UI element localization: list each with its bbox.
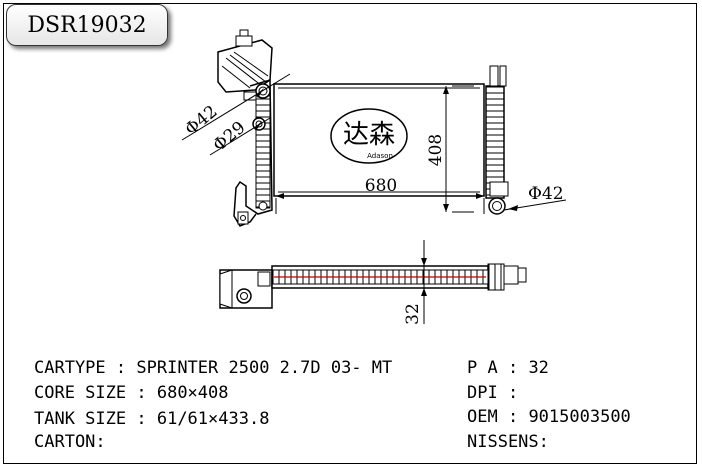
nissens-label: NISSENS: — [467, 432, 549, 452]
cartype-value: SPRINTER 2500 2.7D 03- MT — [136, 358, 393, 378]
spec-dpi: DPI : — [467, 383, 519, 403]
core-size-label: CORE SIZE — [34, 383, 127, 403]
spec-cartype: CARTYPE : SPRINTER 2500 2.7D 03- MT — [34, 358, 393, 378]
dim-core-thickness: 32 — [403, 240, 427, 325]
outlet-diameter-label: Φ42 — [528, 184, 564, 204]
inlet-diameter-label: Φ42 — [181, 102, 221, 140]
tank-size-label: TANK SIZE — [34, 409, 127, 429]
spec-nissens: NISSENS: — [467, 434, 549, 451]
spec-pa: P A : 32 — [467, 358, 549, 378]
small-diameter-label: Φ29 — [209, 118, 249, 156]
dim-outlet-diameter: Φ42 — [503, 184, 567, 211]
cartype-label: CARTYPE — [34, 358, 106, 378]
spec-carton: CARTON: — [34, 434, 106, 451]
part-number-badge: DSR19032 — [6, 4, 168, 46]
part-number: DSR19032 — [27, 12, 147, 38]
spec-oem: OEM : 9015003500 — [467, 407, 631, 427]
logo-chinese-name: 达森 — [343, 120, 395, 150]
core-size-value: 680×408 — [156, 383, 229, 403]
expansion-tank — [217, 29, 273, 101]
right-tank — [485, 65, 509, 199]
dim-core-width: 680 — [275, 176, 485, 214]
pa-label: P A — [467, 358, 498, 378]
oem-value: 9015003500 — [528, 407, 631, 427]
spec-tank-size: TANK SIZE : 61/61×433.8 — [34, 409, 270, 429]
front-view: 达森 Adason 680 408 Φ42 — [181, 29, 567, 227]
adason-logo: 达森 Adason — [330, 108, 408, 164]
dpi-label: DPI — [467, 383, 498, 403]
top-view: 32 — [219, 240, 527, 325]
core-thickness-label: 32 — [403, 303, 423, 325]
tank-size-value: 61/61×433.8 — [156, 409, 270, 429]
spec-core-size: CORE SIZE : 680×408 — [34, 383, 229, 403]
logo-english-name: Adason — [367, 152, 393, 160]
oem-label: OEM — [467, 407, 498, 427]
drawing-sheet — [3, 3, 697, 464]
core-height-label: 408 — [426, 134, 446, 166]
dim-core-height: 408 — [426, 85, 474, 213]
core-width-label: 680 — [365, 176, 397, 196]
pa-value: 32 — [528, 358, 549, 378]
carton-label: CARTON: — [34, 432, 106, 452]
outlet-pipe — [488, 197, 506, 215]
